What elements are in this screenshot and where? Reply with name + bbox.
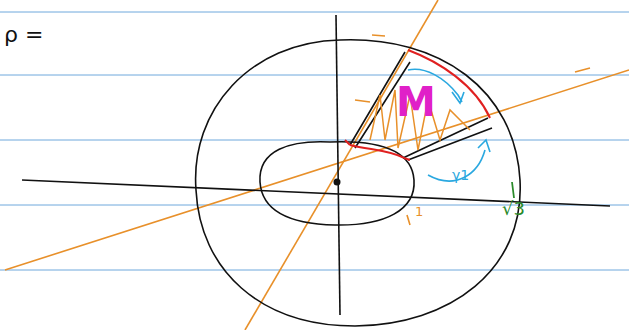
region-outline (345, 50, 490, 160)
ruled-lines (0, 12, 629, 270)
region-label: M (396, 82, 436, 122)
radius-label: √3 (502, 200, 525, 218)
formula-text: ρ = (4, 24, 43, 46)
curve-label: γ1 (452, 168, 469, 182)
orange-lines (5, 0, 629, 330)
axes-and-circles (22, 15, 610, 326)
radius-label: 1 (415, 205, 423, 218)
origin-dot (334, 179, 341, 186)
tick-mark (512, 182, 514, 198)
